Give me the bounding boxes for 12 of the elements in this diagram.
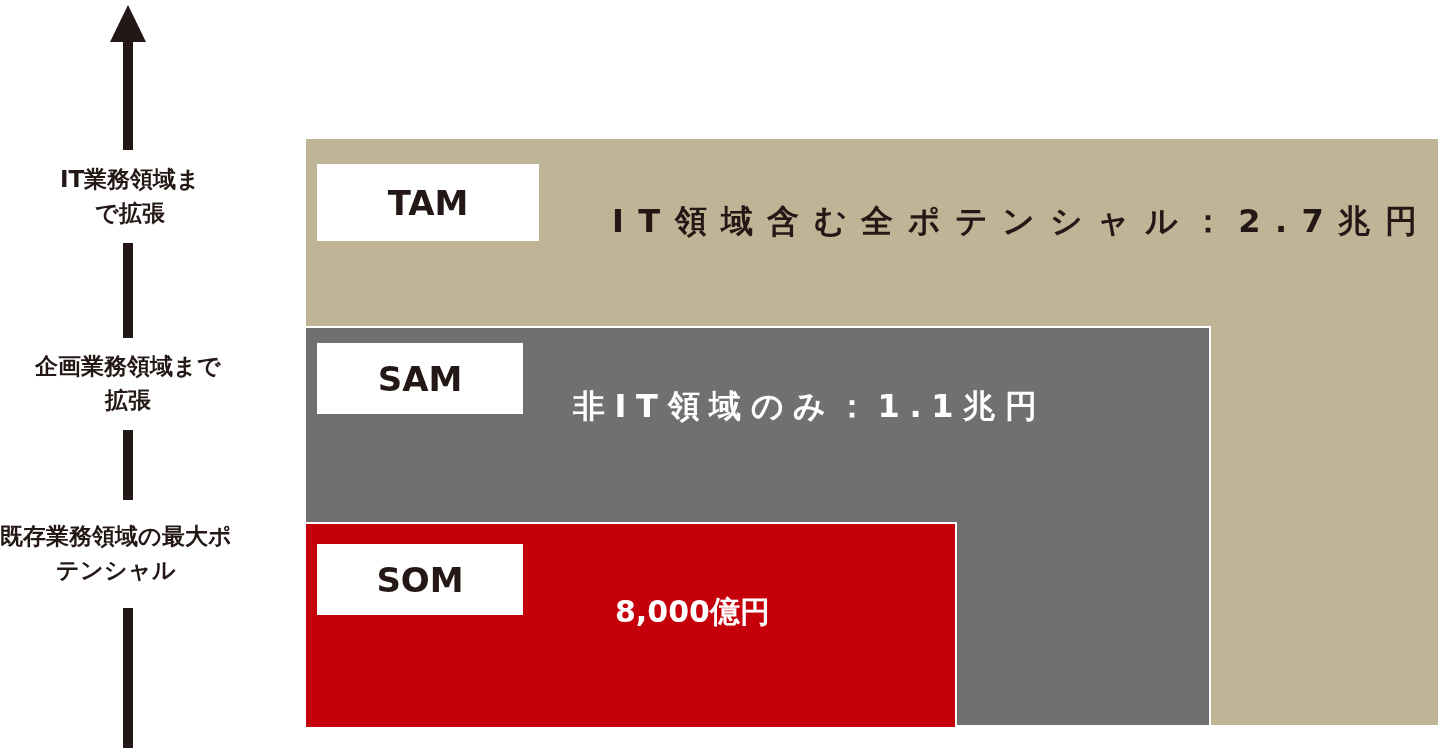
- market-size-text: IT領域含む全ポテンシャル：2.7兆円: [612, 201, 1432, 242]
- tag-label: SAM: [317, 343, 523, 414]
- tag-label: SOM: [317, 544, 523, 615]
- axis-label: 既存業務領域の最大ポテンシャル: [0, 522, 233, 585]
- tag-label: TAM: [317, 164, 539, 241]
- market-area: [306, 326, 1211, 725]
- axis-label: IT業務領域まで拡張: [58, 165, 202, 228]
- market-size-text: 非IT領域のみ：1.1兆円: [573, 386, 1047, 427]
- market-area: [306, 522, 957, 727]
- axis-label: 企画業務領域まで拡張: [34, 352, 222, 415]
- market-area: [306, 139, 1438, 725]
- market-size-text: 8,000億円: [615, 593, 770, 631]
